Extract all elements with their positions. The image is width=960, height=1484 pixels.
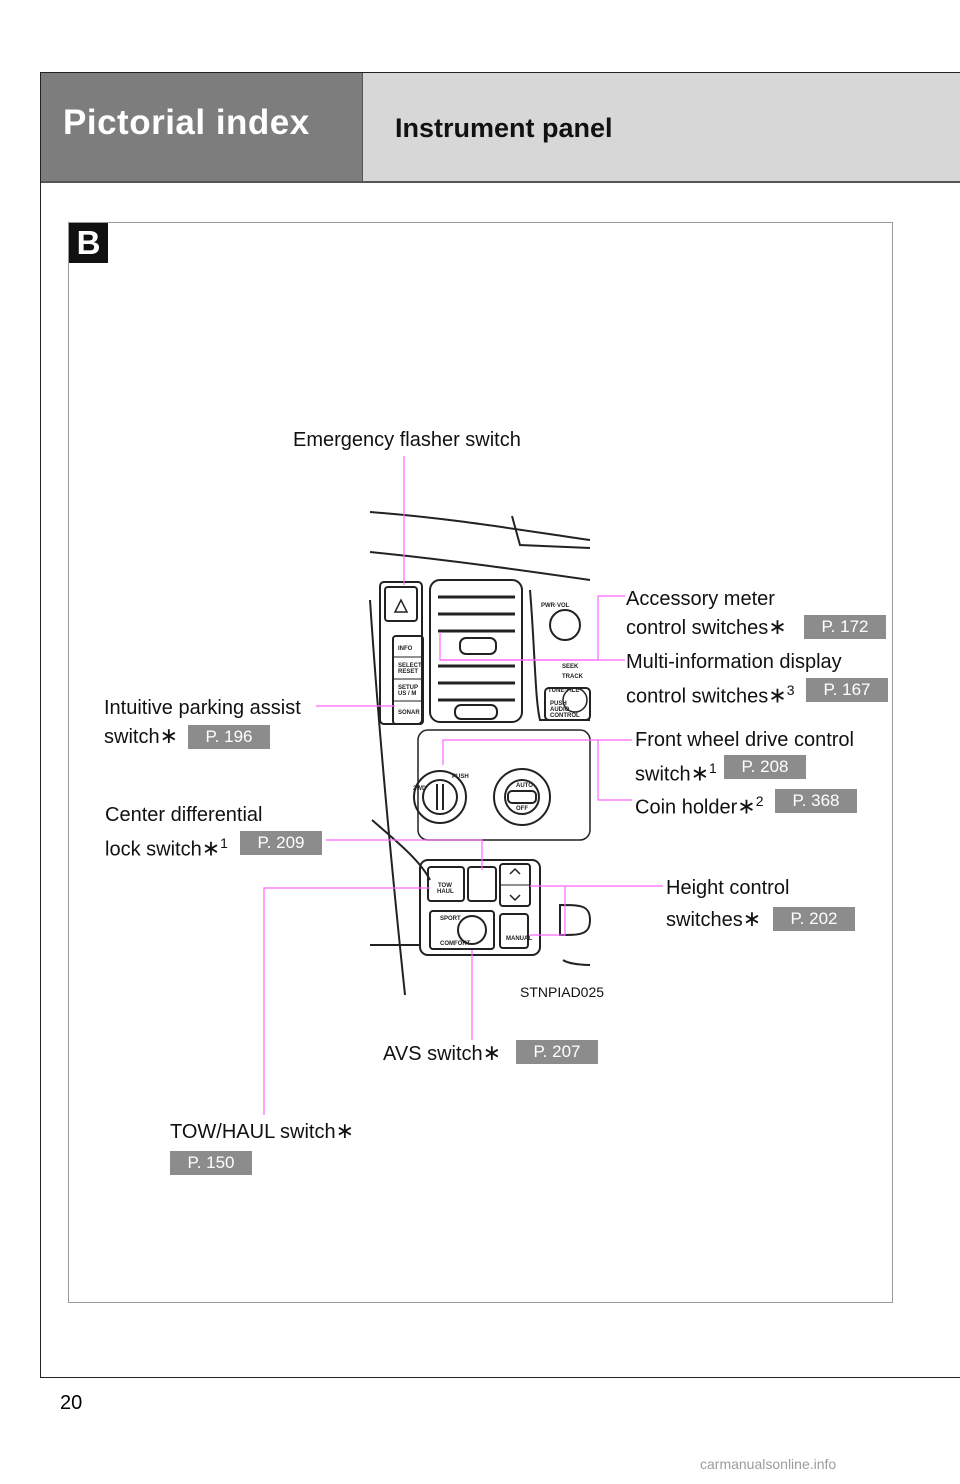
haul-label: HAUL bbox=[437, 889, 454, 895]
tune-file-label: TUNE·FILE bbox=[548, 688, 579, 694]
front-wheel-label-line1: Front wheel drive control bbox=[635, 729, 854, 751]
auto-label: AUTO bbox=[516, 783, 533, 789]
push-label: PUSH bbox=[452, 774, 469, 780]
height-control-label-line2: switches∗ bbox=[666, 906, 762, 931]
tow-haul-label: TOW/HAUL switch∗ bbox=[170, 1118, 355, 1143]
image-code: STNPIAD025 bbox=[520, 984, 604, 1000]
page-number: 20 bbox=[60, 1392, 83, 1414]
tow-label: TOW bbox=[438, 883, 452, 889]
footnote-number: 2 bbox=[755, 793, 764, 809]
seek-label: SEEK bbox=[562, 664, 579, 670]
section-badge: B bbox=[69, 223, 108, 263]
section-title: Pictorial index bbox=[63, 103, 310, 142]
footnote-star-icon: ∗ bbox=[159, 723, 179, 748]
center-diff-label-line2: lock switch∗1 bbox=[105, 835, 228, 861]
height-control-label-line1: Height control bbox=[666, 877, 790, 899]
center-diff-page-ref[interactable]: P. 209 bbox=[240, 831, 322, 855]
accessory-meter-label-line2: control switches∗ bbox=[626, 614, 787, 639]
parking-assist-page-ref[interactable]: P. 196 bbox=[188, 725, 270, 749]
push-audio-label: PUSH bbox=[550, 701, 567, 707]
control-label: CONTROL bbox=[550, 713, 580, 719]
height-control-page-ref[interactable]: P. 202 bbox=[773, 907, 855, 931]
footnote-star-icon: ∗ bbox=[335, 1118, 355, 1143]
page-title: Instrument panel bbox=[395, 113, 613, 143]
header-divider bbox=[41, 181, 960, 183]
select-button-label: SELECT bbox=[398, 663, 422, 669]
multi-info-page-ref[interactable]: P. 167 bbox=[806, 678, 888, 702]
coin-holder-label: Coin holder∗2 bbox=[635, 793, 764, 819]
footnote-star-icon: ∗ bbox=[768, 614, 787, 639]
footnote-star-icon: ∗ bbox=[768, 682, 787, 708]
comfort-label: COMFORT bbox=[440, 941, 471, 947]
setup-button-label: SETUP bbox=[398, 685, 418, 691]
center-diff-label-line1: Center differential bbox=[105, 804, 263, 826]
avs-switch-page-ref[interactable]: P. 207 bbox=[516, 1040, 598, 1064]
footnote-number: 1 bbox=[220, 835, 228, 851]
info-button-label: INFO bbox=[398, 646, 413, 652]
footnote-star-icon: ∗ bbox=[482, 1040, 502, 1065]
illustration-panel bbox=[68, 222, 893, 1303]
reset-button-label: RESET bbox=[398, 669, 418, 675]
footnote-star-icon: ∗ bbox=[201, 835, 221, 861]
tow-haul-page-ref[interactable]: P. 150 bbox=[170, 1151, 252, 1175]
track-label: TRACK bbox=[562, 674, 584, 680]
sport-label: SPORT bbox=[440, 916, 461, 922]
coin-holder-page-ref[interactable]: P. 368 bbox=[775, 789, 857, 813]
pwr-vol-label: PWR·VOL bbox=[541, 603, 570, 609]
off-label: OFF bbox=[516, 806, 528, 812]
footnote-star-icon: ∗ bbox=[742, 906, 762, 931]
multi-info-label-line2: control switches∗3 bbox=[626, 682, 795, 708]
footnote-star-icon: ∗ bbox=[737, 793, 756, 819]
emergency-flasher-label: Emergency flasher switch bbox=[293, 429, 521, 451]
parking-assist-label-line1: Intuitive parking assist bbox=[104, 697, 301, 719]
footnote-star-icon: ∗ bbox=[690, 760, 710, 786]
parking-assist-label-line2: switch∗ bbox=[104, 723, 179, 748]
watermark: carmanualsonline.info bbox=[700, 1456, 837, 1472]
audio-label: AUDIO bbox=[550, 707, 570, 713]
page-header: Instrument panel bbox=[363, 73, 960, 181]
section-header: Pictorial index bbox=[41, 73, 363, 181]
us-m-button-label: US / M bbox=[398, 691, 416, 697]
accessory-page-ref[interactable]: P. 172 bbox=[804, 615, 886, 639]
fourwd-label: 2WD bbox=[413, 786, 427, 792]
manual-label: MANUAL bbox=[506, 936, 532, 942]
page-frame bbox=[40, 72, 960, 1378]
sonar-button-label: SONAR bbox=[398, 710, 420, 716]
multi-info-label-line1: Multi-information display bbox=[626, 651, 842, 673]
front-wheel-label-line2: switch∗1 bbox=[635, 760, 717, 786]
footnote-number: 1 bbox=[709, 760, 717, 776]
accessory-meter-label-line1: Accessory meter bbox=[626, 588, 775, 610]
footnote-number: 3 bbox=[786, 682, 795, 698]
front-wheel-page-ref[interactable]: P. 208 bbox=[724, 755, 806, 779]
avs-switch-label: AVS switch∗ bbox=[383, 1040, 502, 1065]
